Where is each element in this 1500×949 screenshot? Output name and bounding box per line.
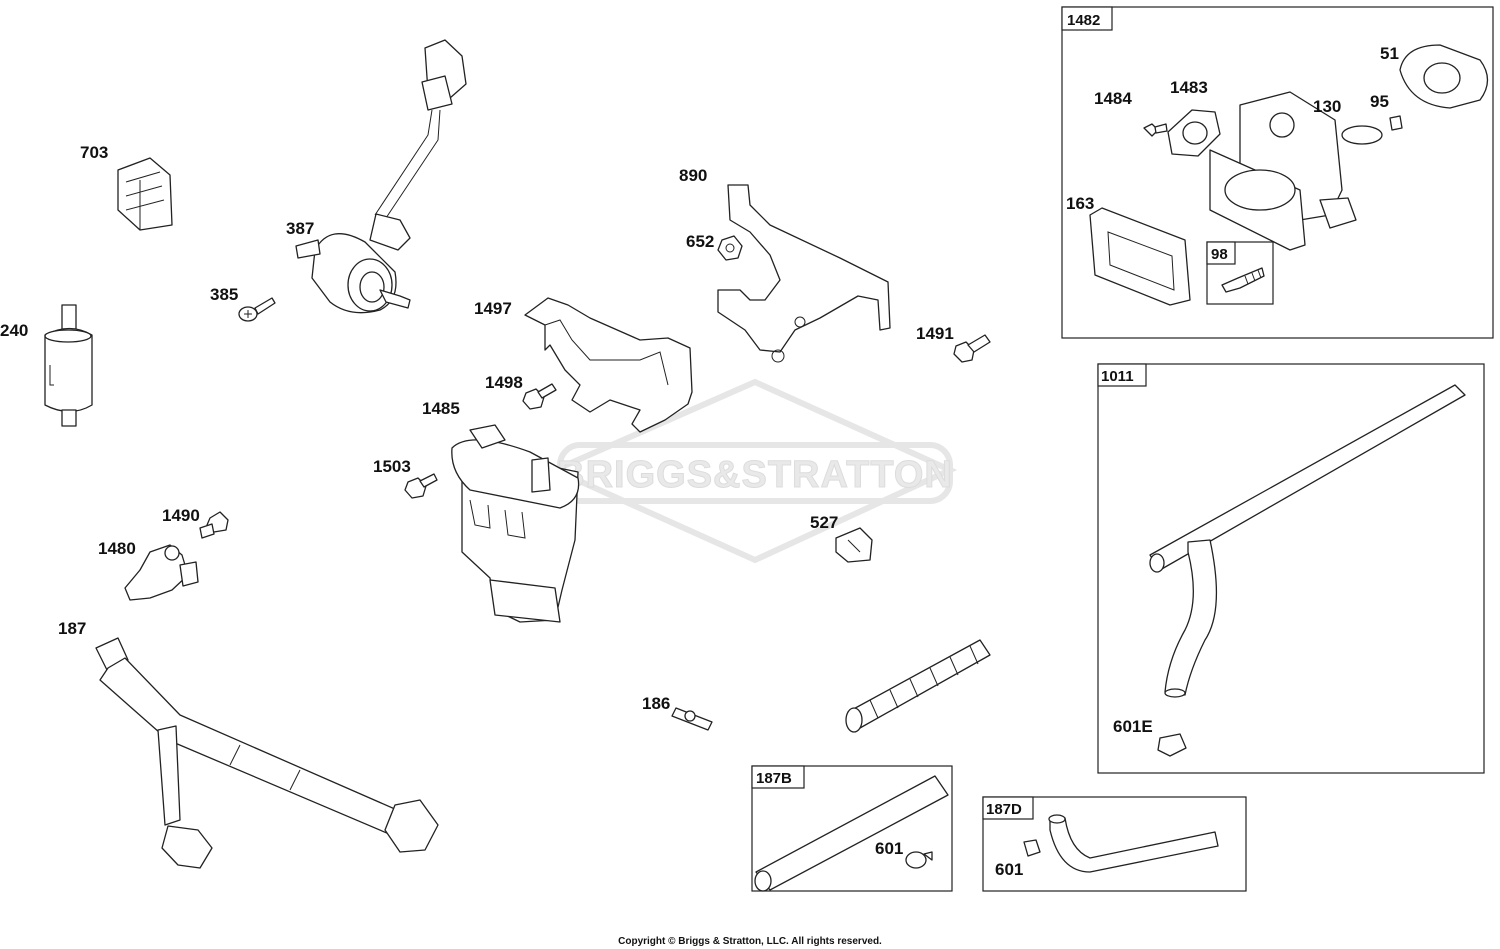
part-652-nut[interactable] bbox=[717, 235, 743, 261]
part-1491-bolt[interactable] bbox=[953, 334, 991, 363]
part-385-screw[interactable] bbox=[238, 297, 276, 322]
part-1490-bolt[interactable] bbox=[199, 511, 229, 539]
label-240[interactable]: 240 bbox=[0, 321, 28, 340]
part-387-fuel-pump[interactable] bbox=[295, 39, 467, 314]
copyright-notice: Copyright © Briggs & Stratton, LLC. All … bbox=[618, 936, 882, 947]
kit-box-187D: 187D bbox=[982, 796, 1247, 892]
part-601E-clamp[interactable] bbox=[1157, 733, 1187, 757]
kit-box-1482: 1482 bbox=[1061, 6, 1494, 339]
label-1480[interactable]: 1480 bbox=[98, 539, 136, 558]
part-1503-bolt[interactable] bbox=[404, 473, 438, 499]
kit-label-1011[interactable]: 1011 bbox=[1101, 368, 1134, 385]
label-163[interactable]: 163 bbox=[1066, 194, 1094, 213]
part-187D-hose[interactable] bbox=[1048, 814, 1219, 873]
kit-box-98: 98 bbox=[1206, 241, 1274, 305]
part-1498-bolt[interactable] bbox=[522, 383, 557, 410]
label-1491[interactable]: 1491 bbox=[916, 324, 954, 343]
label-1498[interactable]: 1498 bbox=[485, 373, 523, 392]
part-890-bracket[interactable] bbox=[717, 184, 891, 363]
part-130-throttle-body[interactable] bbox=[1209, 91, 1357, 251]
part-527-clip[interactable] bbox=[835, 527, 873, 563]
part-240-fuel-filter[interactable] bbox=[44, 304, 93, 427]
part-1485-pump-module[interactable] bbox=[451, 424, 580, 623]
label-601E[interactable]: 601E bbox=[1113, 717, 1153, 736]
label-601-187D[interactable]: 601 bbox=[995, 860, 1023, 879]
part-601-clamp-d[interactable] bbox=[1023, 839, 1041, 857]
part-95-screw[interactable] bbox=[1389, 115, 1403, 131]
label-890[interactable]: 890 bbox=[679, 166, 707, 185]
part-1484-screw[interactable] bbox=[1143, 123, 1168, 137]
label-1497[interactable]: 1497 bbox=[474, 299, 512, 318]
kit-label-187B[interactable]: 187B bbox=[756, 770, 792, 787]
label-130[interactable]: 130 bbox=[1313, 97, 1341, 116]
part-1011-tube[interactable] bbox=[1149, 384, 1466, 698]
label-527[interactable]: 527 bbox=[810, 513, 838, 532]
label-385[interactable]: 385 bbox=[210, 285, 238, 304]
part-1483-spacer[interactable] bbox=[1167, 109, 1221, 157]
label-652[interactable]: 652 bbox=[686, 232, 714, 251]
label-51[interactable]: 51 bbox=[1380, 44, 1399, 63]
part-1480-injector[interactable] bbox=[124, 544, 199, 601]
label-601-187B[interactable]: 601 bbox=[875, 839, 903, 858]
part-1497-bracket[interactable] bbox=[524, 297, 693, 433]
part-51-gasket[interactable] bbox=[1399, 44, 1489, 109]
label-1503[interactable]: 1503 bbox=[373, 457, 411, 476]
part-coiled-sleeve[interactable] bbox=[845, 639, 991, 733]
label-1484[interactable]: 1484 bbox=[1094, 89, 1132, 108]
watermark-text: BRIGGS&STRATTON bbox=[557, 454, 953, 496]
part-98-spring-screw[interactable] bbox=[1221, 267, 1265, 293]
part-703-clip[interactable] bbox=[117, 157, 173, 231]
part-187-fuel-line[interactable] bbox=[95, 637, 439, 869]
label-187[interactable]: 187 bbox=[58, 619, 86, 638]
part-601-clamp-b[interactable] bbox=[905, 851, 933, 869]
part-labels: 703 387 385 240 890 652 1497 1491 1498 1… bbox=[0, 44, 1399, 879]
kit-label-1482[interactable]: 1482 bbox=[1067, 12, 1100, 29]
label-186[interactable]: 186 bbox=[642, 694, 670, 713]
brand-watermark: BRIGGS&STRATTON bbox=[547, 378, 958, 564]
part-187B-hose[interactable] bbox=[754, 775, 949, 892]
label-1485[interactable]: 1485 bbox=[422, 399, 460, 418]
kit-label-98[interactable]: 98 bbox=[1211, 246, 1228, 263]
label-1490[interactable]: 1490 bbox=[162, 506, 200, 525]
kit-label-187D[interactable]: 187D bbox=[986, 801, 1022, 818]
label-387[interactable]: 387 bbox=[286, 219, 314, 238]
label-1483[interactable]: 1483 bbox=[1170, 78, 1208, 97]
part-disc[interactable] bbox=[1341, 125, 1383, 145]
label-95[interactable]: 95 bbox=[1370, 92, 1389, 111]
label-703[interactable]: 703 bbox=[80, 143, 108, 162]
kit-box-187B: 187B bbox=[751, 765, 953, 892]
part-186-connector[interactable] bbox=[671, 707, 713, 731]
kit-box-1011: 1011 bbox=[1097, 363, 1485, 774]
part-163-gasket[interactable] bbox=[1089, 207, 1191, 306]
